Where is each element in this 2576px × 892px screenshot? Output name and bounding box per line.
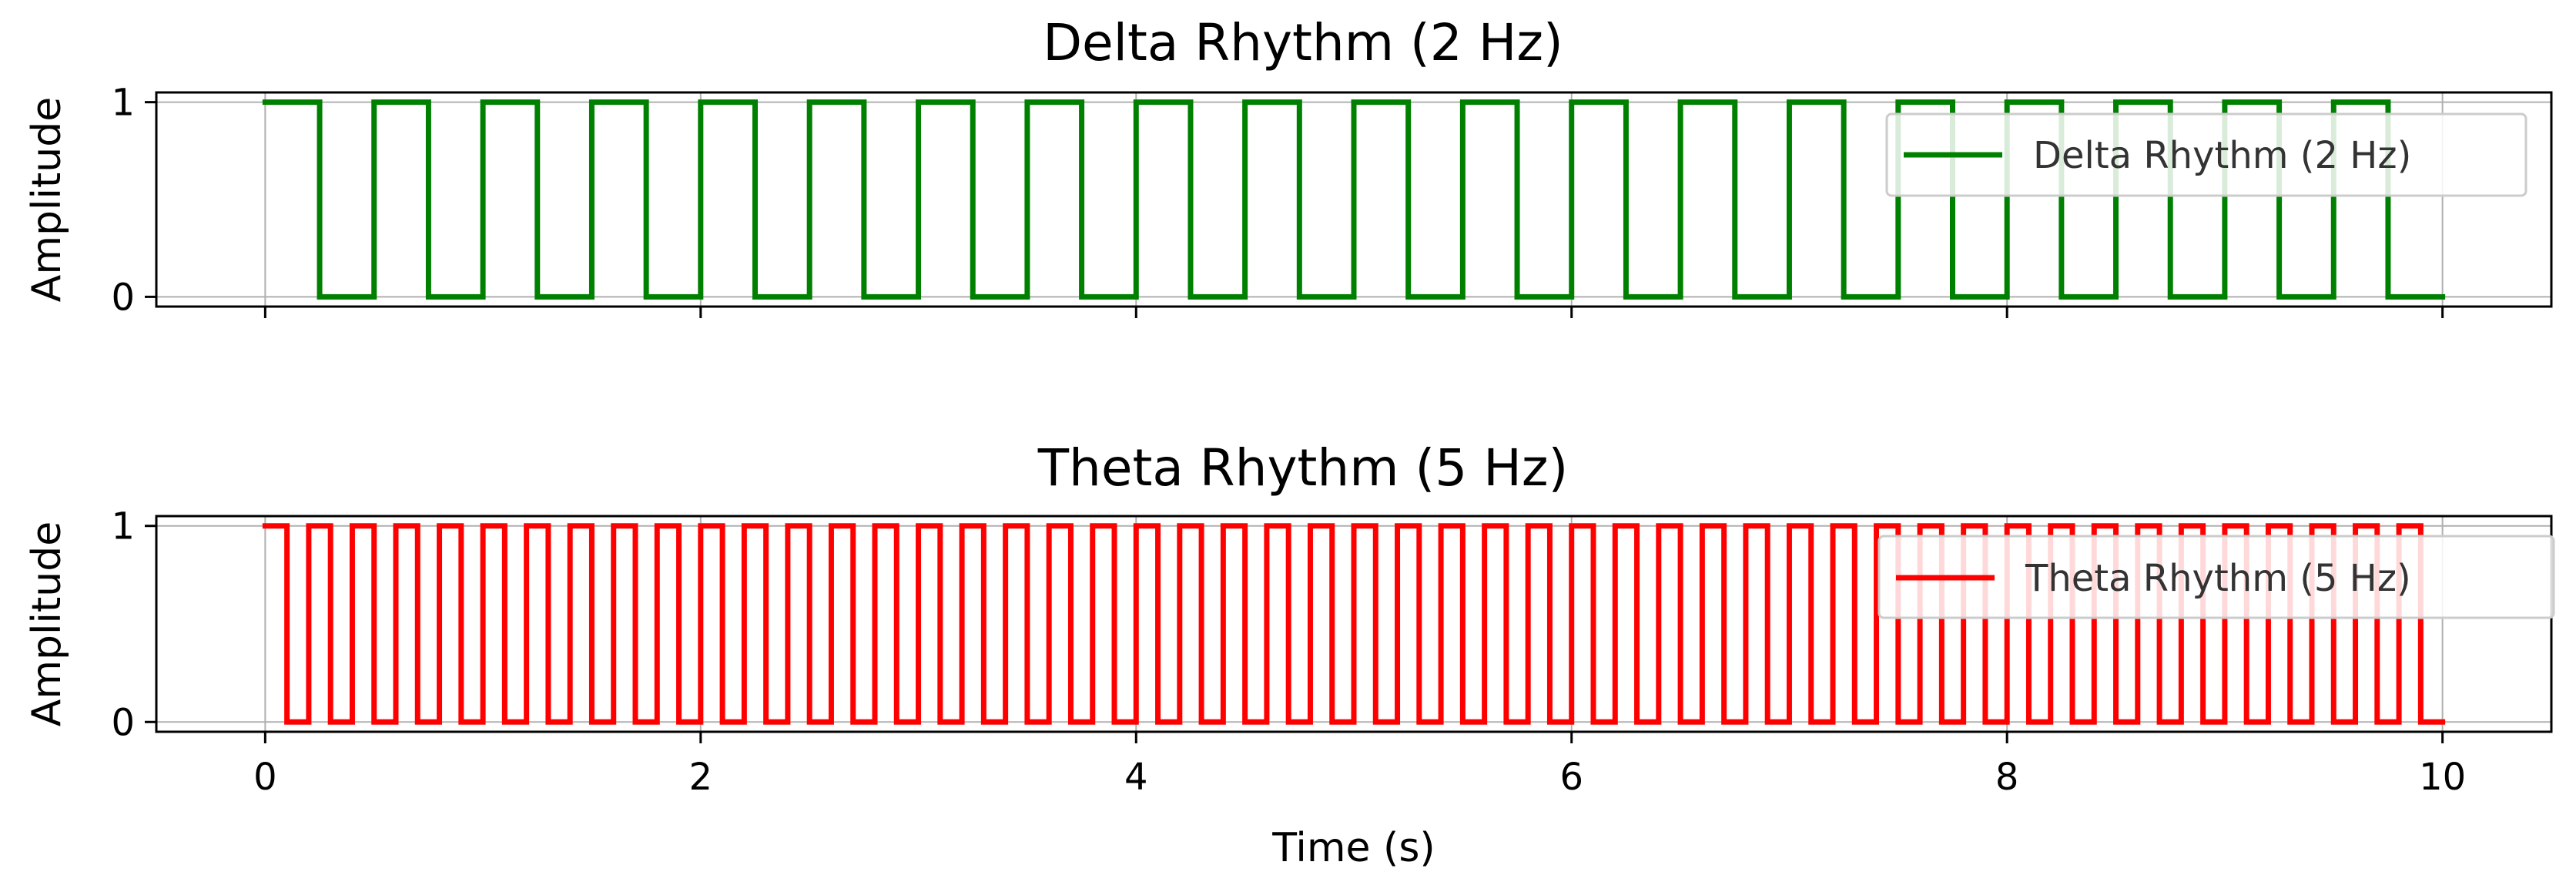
theta-axes-frame	[155, 515, 2553, 733]
theta-series-line	[262, 523, 2446, 725]
theta-y-ticks: 01	[111, 505, 156, 744]
delta-series-line	[262, 99, 2446, 300]
theta-xlabel: Time (s)	[1271, 825, 1435, 871]
x-tick-label: 6	[1559, 756, 1583, 799]
y-tick-label: 1	[111, 505, 135, 548]
x-tick-label: 10	[2419, 756, 2466, 799]
delta-legend: Delta Rhythm (2 Hz)	[1885, 112, 2527, 197]
x-tick-label: 2	[689, 756, 713, 799]
x-tick-label: 0	[253, 756, 277, 799]
delta-axes-frame	[155, 91, 2553, 308]
x-tick-label: 8	[1995, 756, 2019, 799]
delta-x-ticks	[263, 307, 2444, 318]
theta-ylabel: Amplitude	[24, 521, 70, 726]
delta-title: Delta Rhythm (2 Hz)	[1043, 13, 1563, 72]
theta-title: Theta Rhythm (5 Hz)	[1037, 438, 1569, 498]
delta-ylabel: Amplitude	[24, 97, 70, 302]
theta-legend-label: Theta Rhythm (5 Hz)	[2025, 557, 2411, 600]
theta-legend: Theta Rhythm (5 Hz)	[1878, 535, 2555, 619]
y-tick-label: 0	[111, 701, 135, 744]
delta-y-ticks: 01	[111, 82, 156, 319]
delta-legend-box	[1885, 112, 2527, 197]
delta-legend-label: Delta Rhythm (2 Hz)	[2033, 134, 2411, 177]
theta-legend-box	[1878, 535, 2555, 619]
y-tick-label: 1	[111, 82, 135, 125]
delta-subplot: Delta Rhythm (2 Hz) 01 Amplitude Delta R…	[24, 13, 2553, 319]
x-tick-label: 4	[1124, 756, 1148, 799]
theta-x-ticks: 0 2 4 6 8 10	[253, 732, 2466, 799]
y-tick-label: 0	[111, 276, 135, 319]
